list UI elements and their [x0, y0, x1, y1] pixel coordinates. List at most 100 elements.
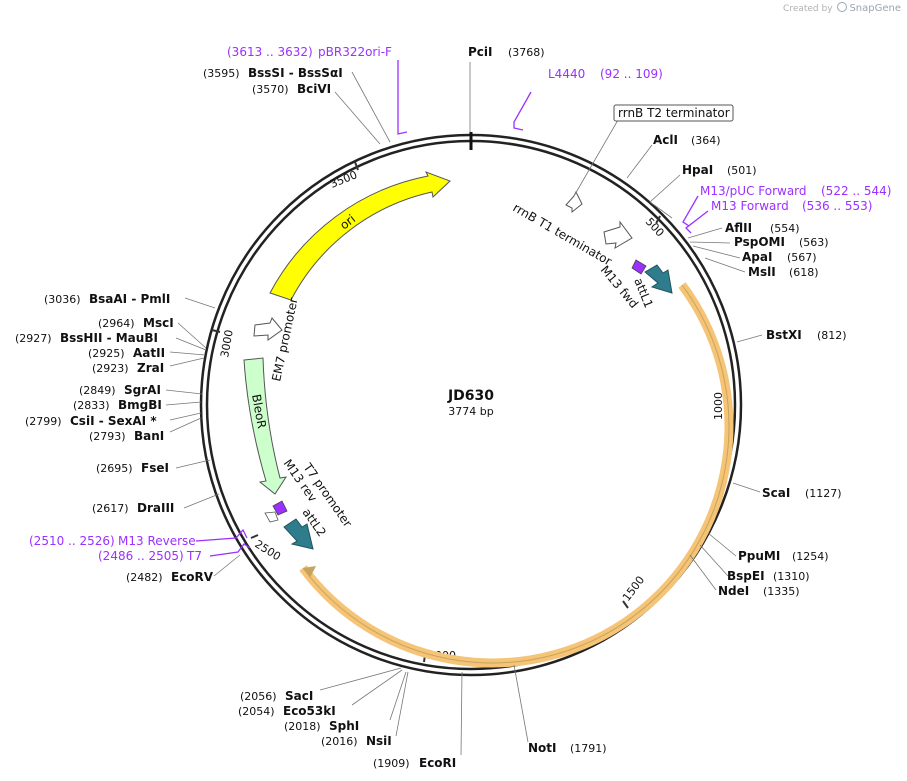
enzyme-labels: PciI (3768) AclI (364) HpaI (501) AflII … [15, 45, 847, 770]
credit-brand: SnapGene [849, 3, 901, 14]
enzyme-hpai-pos: (501) [727, 164, 757, 177]
enzyme-sgrai-pos: (2849) [79, 384, 116, 397]
enzyme-bspei-name: BspEI [727, 569, 765, 583]
tick-3000 [211, 329, 221, 333]
enzyme-draiii-pos: (2617) [92, 502, 129, 515]
enzyme-sphi-name: SphI [329, 719, 359, 733]
enzyme-acli-pos: (364) [691, 134, 721, 147]
enzyme-saci-pos: (2056) [240, 690, 277, 703]
enzyme-aflii-name: AflII [725, 221, 752, 235]
enzyme-pspomi-pos: (563) [799, 236, 829, 249]
primer-m13-puc-forward-marker [682, 195, 699, 227]
enzyme-bsssi-name: BssSI - BssSαI [248, 66, 343, 80]
enzyme-ecorv-pos: (2482) [126, 571, 163, 584]
m13-rev-feature [272, 500, 288, 516]
enzyme-bstxi-pos: (812) [817, 329, 847, 342]
rrnb-t2-terminator-label: rrnB T2 terminator [618, 106, 730, 120]
enzyme-bsshii-maubi-pos: (2927) [15, 332, 52, 345]
enzyme-zrai-name: ZraI [137, 361, 164, 375]
credit-prefix: Created by [783, 4, 833, 14]
enzyme-aatii-pos: (2925) [88, 347, 125, 360]
primer-m13-reverse-name: M13 Reverse [118, 534, 196, 548]
enzyme-msci-pos: (2964) [98, 317, 135, 330]
rrnb-t2-terminator-box [613, 104, 734, 122]
enzyme-saci-name: SacI [285, 689, 313, 703]
enzyme-bcivi-pos: (3570) [252, 83, 289, 96]
primer-pbr322ori-f-range: (3613 .. 3632) [227, 45, 313, 59]
enzyme-bstxi-name: BstXI [766, 328, 802, 342]
snapgene-logo-icon [837, 2, 848, 12]
enzyme-csii-sexai-name: CsiI - SexAI * [70, 414, 157, 428]
primer-pbr322ori-f-name: pBR322ori-F [318, 45, 392, 59]
enzyme-zrai-pos: (2923) [92, 362, 129, 375]
enzyme-apai-name: ApaI [742, 250, 772, 264]
plasmid-name: JD630 [447, 388, 494, 404]
rrnb-t1-terminator-label: rrnB T1 terminator [511, 200, 615, 268]
enzyme-msli-name: MslI [748, 265, 776, 279]
enzyme-fsei-pos: (2695) [96, 462, 133, 475]
rrnb-t2-terminator-feature [565, 190, 583, 214]
primer-l4440-range: (92 .. 109) [600, 67, 663, 81]
ori-feature [269, 171, 451, 301]
enzyme-csii-sexai-pos: (2799) [25, 415, 62, 428]
tick-label-1000: 1000 [712, 392, 725, 420]
enzyme-bmgbi-name: BmgBI [118, 398, 162, 412]
tick-2500 [250, 534, 259, 539]
enzyme-ppumi-name: PpuMI [738, 549, 780, 563]
enzyme-bcivi-name: BciVI [297, 82, 331, 96]
enzyme-pcii-name: PciI [468, 45, 493, 59]
rrnb-t1-terminator-feature [603, 220, 633, 249]
enzyme-pcii-pos: (3768) [508, 46, 545, 59]
enzyme-bspei-pos: (1310) [773, 570, 810, 583]
enzyme-apai-pos: (567) [787, 251, 817, 264]
plasmid-length: 3774 bp [448, 405, 493, 418]
enzyme-sgrai-name: SgrAI [124, 383, 161, 397]
enzyme-sphi-pos: (2018) [284, 720, 321, 733]
insert-region-arc-line [302, 284, 730, 664]
attl2-feature [283, 518, 314, 550]
enzyme-bsssi-pos: (3595) [203, 67, 240, 80]
enzyme-pspomi-name: PspOMI [734, 235, 785, 249]
bleor-label: BleoR [249, 393, 269, 430]
enzyme-bsaai-pmli-pos: (3036) [44, 293, 81, 306]
enzyme-ecori-name: EcoRI [419, 756, 456, 770]
insert-arrowhead [303, 566, 316, 578]
enzyme-bmgbi-pos: (2833) [73, 399, 110, 412]
tick-1500 [622, 600, 629, 609]
primer-m13-reverse-marker [195, 528, 248, 542]
tick-3500 [354, 161, 359, 171]
enzyme-scai-pos: (1127) [805, 487, 842, 500]
primer-m13-forward-marker [685, 210, 709, 234]
enzyme-eco53ki-pos: (2054) [238, 705, 275, 718]
tick-label-3000: 3000 [218, 329, 236, 359]
enzyme-ndei-pos: (1335) [763, 585, 800, 598]
tick-label-500: 500 [643, 215, 667, 239]
enzyme-eco53ki-name: Eco53kI [283, 704, 336, 718]
enzyme-bsaai-pmli-name: BsaAI - PmlI [89, 292, 170, 306]
tick-label-1500: 1500 [620, 574, 647, 604]
enzyme-scai-name: ScaI [762, 486, 790, 500]
enzyme-ppumi-pos: (1254) [792, 550, 829, 563]
primer-t7-range: (2486 .. 2505) [98, 549, 184, 563]
primer-m13-forward-name: M13 Forward [711, 199, 789, 213]
m13-fwd-feature [631, 259, 647, 275]
primer-m13-puc-forward-name: M13/pUC Forward [700, 184, 807, 198]
primer-m13-forward-range: (536 .. 553) [802, 199, 872, 213]
enzyme-nsii-pos: (2016) [321, 735, 358, 748]
enzyme-msci-name: MscI [143, 316, 174, 330]
snapgene-credit: Created by SnapGene [783, 2, 901, 14]
primer-pbr322ori-f-marker [397, 60, 408, 135]
enzyme-noti-pos: (1791) [570, 742, 607, 755]
t7-promoter-feature [264, 511, 279, 523]
enzyme-hpai-name: HpaI [682, 163, 713, 177]
enzyme-ecori-pos: (1909) [373, 757, 410, 770]
enzyme-nsii-name: NsiI [366, 734, 392, 748]
primer-m13-puc-forward-range: (522 .. 544) [821, 184, 891, 198]
em7-promoter-label: EM7 promoter [269, 296, 300, 382]
enzyme-draiii-name: DraIII [137, 501, 174, 515]
enzyme-bani-pos: (2793) [89, 430, 126, 443]
bleor-feature [243, 357, 288, 495]
enzyme-aflii-pos: (554) [770, 222, 800, 235]
primer-m13-reverse-range: (2510 .. 2526) [29, 534, 115, 548]
